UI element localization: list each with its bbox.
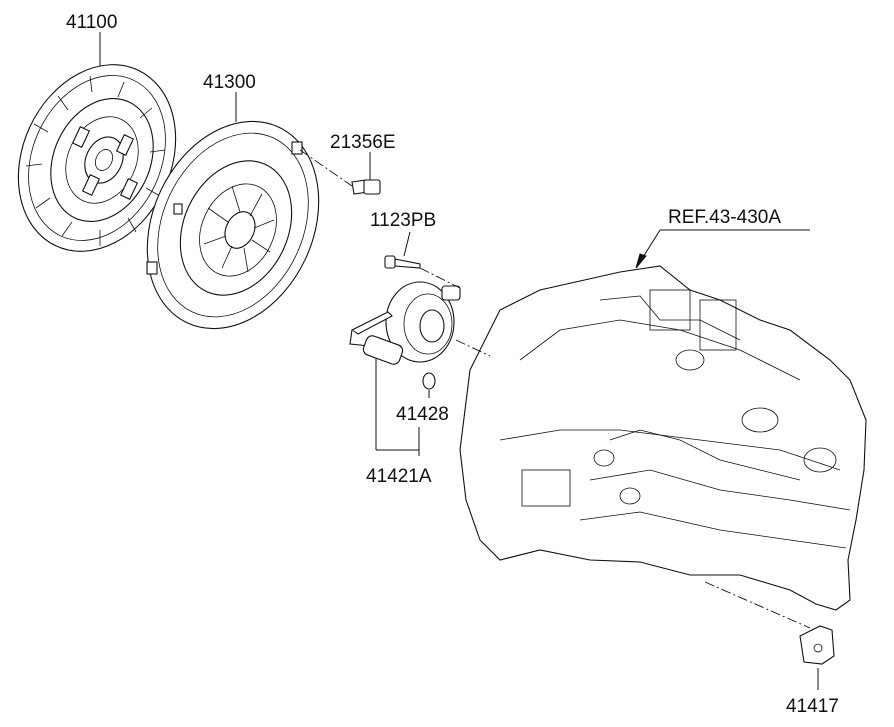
label-41417: 41417	[786, 696, 839, 717]
o-ring-drawing	[422, 372, 436, 390]
label-41421a: 41421A	[366, 466, 432, 487]
label-1123pb: 1123PB	[370, 210, 436, 231]
label-21356e: 21356E	[330, 132, 396, 153]
pressure-plate-drawing	[146, 120, 320, 330]
label-41100: 41100	[66, 12, 117, 33]
label-ref-43-430a: REF.43-430A	[668, 207, 781, 228]
label-41428: 41428	[396, 404, 449, 425]
release-cylinder-drawing	[349, 281, 461, 365]
assembly-axis-lines	[299, 149, 811, 629]
bolt-1123pb-drawing	[384, 255, 421, 269]
label-41300: 41300	[203, 72, 256, 93]
transmission-housing-drawing	[459, 265, 867, 611]
cover-plug-drawing	[799, 625, 835, 665]
leader-lines	[99, 32, 819, 690]
clutch-disc-drawing	[17, 64, 177, 252]
flange-bolt-drawing	[351, 179, 381, 195]
